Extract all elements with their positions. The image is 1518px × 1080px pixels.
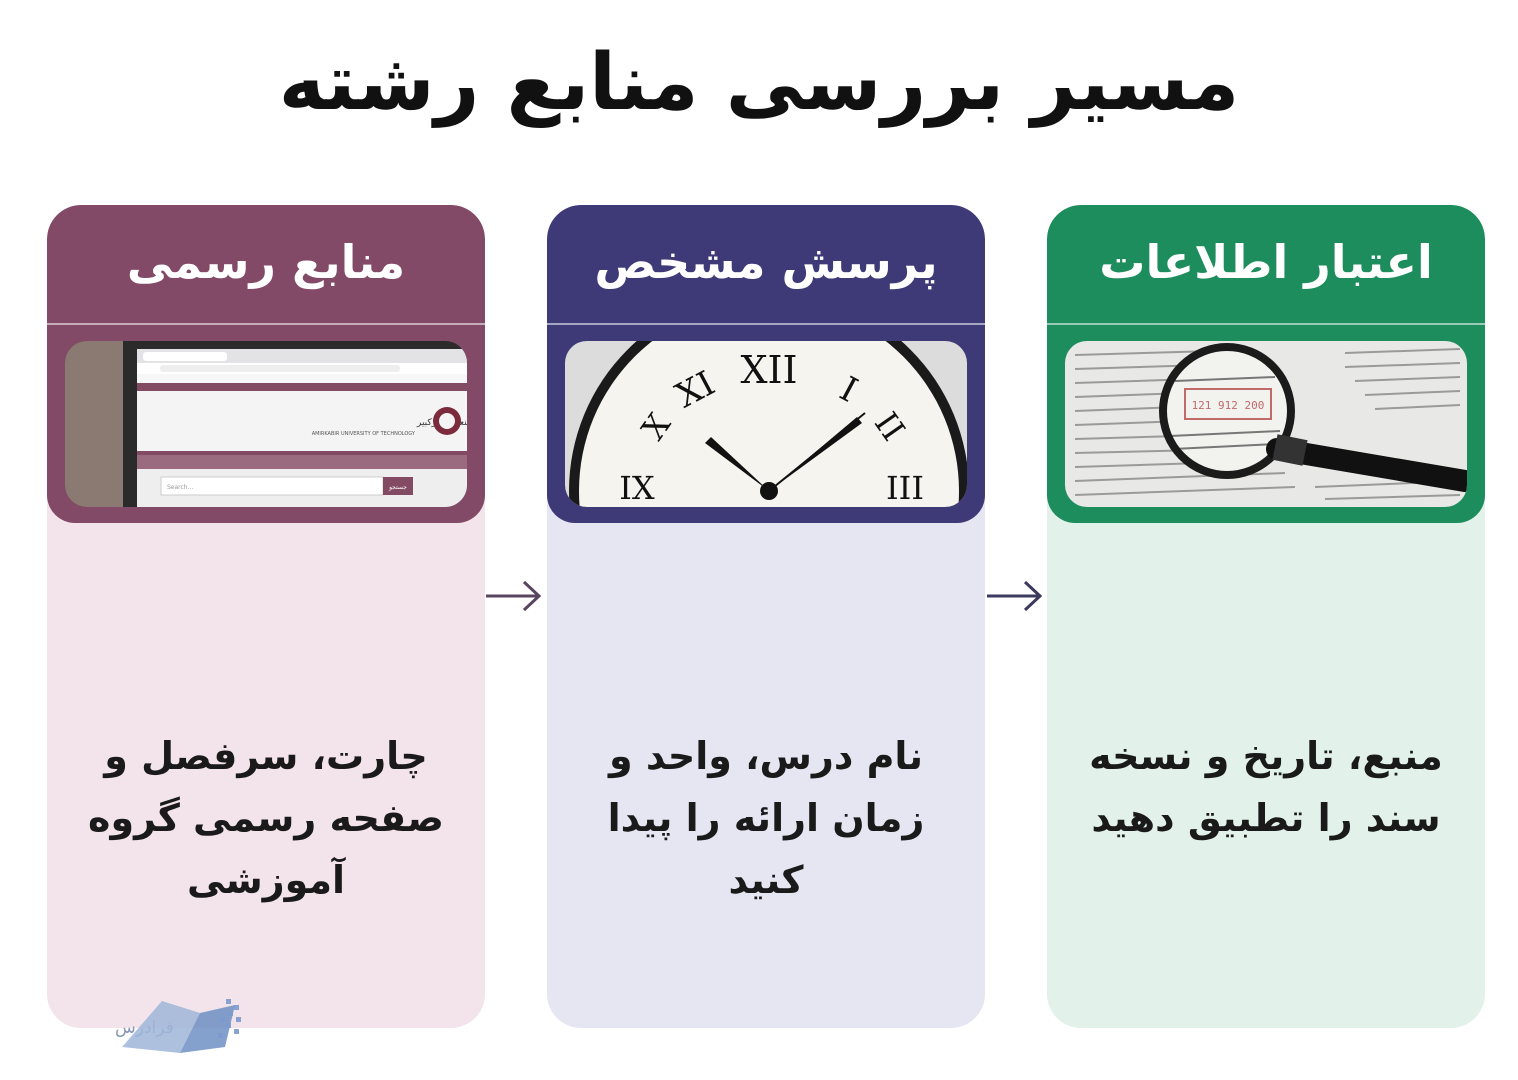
divider: [1047, 323, 1485, 325]
arrow-right-icon: [987, 580, 1043, 612]
fradars-logo: فرادرس: [30, 995, 250, 1061]
card-official-sources: منابع رسمی AMIRKABIR UNIVERSITY OF TECHN…: [47, 205, 485, 1028]
wall-clock-photo: XII I II III IX X XI: [565, 341, 967, 507]
search-button: جستجو: [388, 484, 407, 491]
university-name-en: AMIRKABIR UNIVERSITY OF TECHNOLOGY: [312, 431, 416, 437]
divider: [547, 323, 985, 325]
divider: [47, 323, 485, 325]
numeral-ix: IX: [619, 469, 655, 507]
card-title: منابع رسمی: [126, 235, 406, 289]
arrow-right-icon: [486, 580, 542, 612]
card-information-validity: اعتبار اطلاعات 121 912 200: [1047, 205, 1485, 1028]
university-website-screenshot: AMIRKABIR UNIVERSITY OF TECHNOLOGY دانشگ…: [65, 341, 467, 507]
fradars-logo-icon: [122, 999, 241, 1053]
numeral-xii: XII: [740, 348, 797, 392]
card-description: نام درس، واحد و زمان ارائه را پیدا کنید: [607, 734, 925, 902]
magnifying-glass-photo: 121 912 200: [1065, 341, 1467, 507]
card-description: چارت، سرفصل و صفحه رسمی گروه آموزشی: [88, 734, 444, 902]
card-specific-question: پرسش مشخص XII I II III IX X XI نام درس، …: [547, 205, 985, 1028]
card-title: اعتبار اطلاعات: [1099, 235, 1433, 289]
page-title: مسیر بررسی منابع رشته: [278, 38, 1240, 128]
search-placeholder: Search...: [167, 484, 193, 491]
card-title: پرسش مشخص: [594, 235, 938, 289]
document-stamp: 121 912 200: [1192, 399, 1265, 412]
numeral-iii: III: [886, 469, 924, 507]
card-description: منبع، تاریخ و نسخه سند را تطبیق دهید: [1089, 734, 1443, 840]
